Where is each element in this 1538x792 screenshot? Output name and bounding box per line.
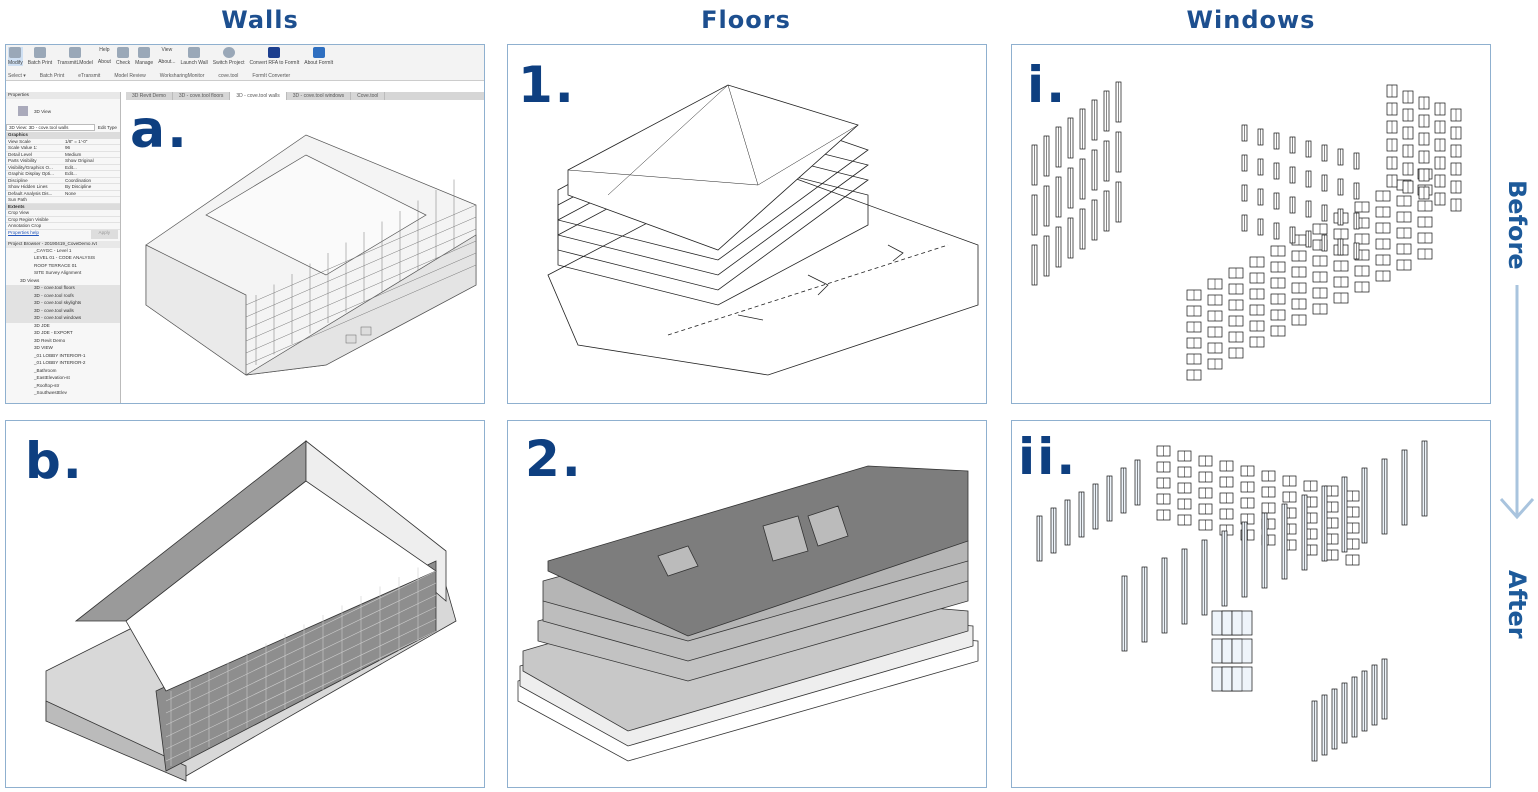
browser-item[interactable]: _EastElevation-st <box>34 375 70 380</box>
browser-item[interactable]: 3D - cove.tool walls <box>6 307 120 315</box>
after-label: After <box>1503 570 1531 639</box>
property-row[interactable]: Scale Value 1:96 <box>6 145 120 152</box>
arrow-down-icon <box>1499 285 1535 520</box>
walls-model-after <box>45 440 457 782</box>
type-name: 3D View <box>34 108 52 114</box>
ribbon-button-check[interactable]: Check <box>116 47 130 66</box>
property-row[interactable]: Default Analysis Dis...None <box>6 191 120 197</box>
ribbon-button-about-formit[interactable]: About FormIt <box>304 47 333 66</box>
properties-panel: Properties 3D View 3D View: 3D - cove.to… <box>6 92 121 403</box>
section-graphics: Graphics <box>6 132 120 139</box>
browser-item[interactable]: SITE Survey Alignment <box>34 270 82 275</box>
windows-model-before <box>1031 81 1462 381</box>
property-row[interactable]: Sun Path <box>6 197 120 204</box>
tab[interactable]: 3D - cove.tool floors <box>173 92 231 100</box>
browser-item[interactable]: 3D - cove.tool floors <box>6 285 120 293</box>
properties-help-link[interactable]: Properties help <box>8 229 39 235</box>
panel-label-ii: ii. <box>1018 428 1078 486</box>
section-extents: Extents <box>6 203 120 210</box>
panel-label-a: a. <box>130 100 189 160</box>
tab-active[interactable]: 3D - cove.tool walls <box>230 92 287 100</box>
panel-windows-after <box>1011 420 1491 788</box>
panel-label-i: i. <box>1027 56 1068 114</box>
view-tabs: 3D Revit Demo 3D - cove.tool floors 3D -… <box>126 92 484 100</box>
group-etransmit: eTransmit <box>78 73 101 79</box>
ribbon-button-launch[interactable]: Launch Wall <box>180 47 208 66</box>
ribbon-button-manage[interactable]: Manage <box>135 47 153 66</box>
browser-item[interactable]: 3D Views <box>20 277 40 283</box>
panel-label-b: b. <box>25 432 84 490</box>
tab[interactable]: 3D Revit Demo <box>126 92 173 100</box>
group-model-review: Model Review <box>114 73 146 79</box>
group-cove-tool: cove.tool <box>218 73 239 79</box>
properties-title: Properties <box>6 92 120 99</box>
ribbon-button-convert-rfa[interactable]: Convert RFA to FormIt <box>249 47 299 66</box>
panel-label-1: 1. <box>518 56 576 114</box>
3d-view-icon <box>18 106 28 116</box>
walls-model-before <box>145 134 477 376</box>
browser-item[interactable]: _SouthwestElev <box>34 390 67 395</box>
browser-item[interactable]: 3D - cove.tool roofs <box>6 292 120 300</box>
panel-windows-before <box>1011 44 1491 404</box>
browser-item[interactable]: _01 LOBBY INTERIOR-2 <box>34 360 86 365</box>
column-title-walls: Walls <box>221 6 299 34</box>
property-row[interactable]: Annotation Crop <box>6 223 120 230</box>
column-title-windows: Windows <box>1186 6 1316 34</box>
browser-item[interactable]: LEVEL 01 - CODE ANALYSIS <box>34 255 96 260</box>
panel-label-2: 2. <box>525 430 583 488</box>
browser-item[interactable]: 3D JDE - EXPORT <box>34 330 73 335</box>
tab[interactable]: Cove.tool <box>351 92 386 100</box>
windows-model-after <box>1036 440 1428 762</box>
browser-item[interactable]: _CAYGC - Level 1 <box>34 247 72 253</box>
browser-item[interactable]: 3D VIEW <box>34 345 53 350</box>
browser-item[interactable]: ROOF TERRACE 01 <box>34 262 77 268</box>
property-row[interactable]: Crop Region Visible <box>6 217 120 223</box>
group-formit: FormIt Converter <box>252 73 291 79</box>
ribbon-button-batch-print[interactable]: Batch Print <box>28 47 52 66</box>
browser-item[interactable]: 3D JDE <box>34 322 50 328</box>
before-label: Before <box>1503 180 1531 270</box>
ribbon-button-transmit[interactable]: TransmitLModel <box>57 47 93 66</box>
browser-item[interactable]: _01 LOBBY INTERIOR-1 <box>34 352 86 358</box>
group-select[interactable]: Select ▾ <box>8 73 26 79</box>
ribbon-button-modify[interactable]: Modify <box>8 47 23 66</box>
property-row[interactable]: Visibility/Graphics O...Edit... <box>6 165 120 171</box>
browser-item[interactable]: 3D - cove.tool skylights <box>6 300 120 308</box>
apply-button[interactable]: Apply <box>90 229 118 239</box>
browser-item[interactable]: 3D Revit Demo <box>34 337 66 343</box>
project-browser-title: Project Browser - 20190419_CoveDemo.rvt <box>6 240 120 248</box>
browser-item[interactable]: _Bathroom <box>34 367 57 373</box>
floors-model-before <box>547 84 979 376</box>
column-title-floors: Floors <box>701 6 791 34</box>
property-row[interactable]: Graphic Display Opti...Edit... <box>6 171 120 178</box>
group-worksharing: WorksharingMonitor <box>159 73 205 79</box>
group-batch-print: Batch Print <box>39 73 65 79</box>
property-row[interactable]: Crop View <box>6 210 120 217</box>
project-browser-tree: _CAYGC - Level 1 LEVEL 01 - CODE ANALYSIS… <box>6 248 120 398</box>
panel-floors-after <box>507 420 987 788</box>
edit-type-button[interactable]: Edit Type <box>97 125 117 130</box>
tab[interactable]: 3D - cove.tool windows <box>287 92 352 100</box>
browser-item[interactable]: 3D - cove.tool windows <box>6 315 120 323</box>
browser-item[interactable]: _Rooftop-str <box>34 382 60 388</box>
floors-model-after <box>517 465 979 762</box>
type-selector[interactable]: 3D View: 3D - cove.tool walls <box>6 124 95 131</box>
panel-walls-after <box>5 420 485 788</box>
ribbon-button-switch-project[interactable]: Switch Project <box>213 47 244 66</box>
panel-floors-before <box>507 44 987 404</box>
